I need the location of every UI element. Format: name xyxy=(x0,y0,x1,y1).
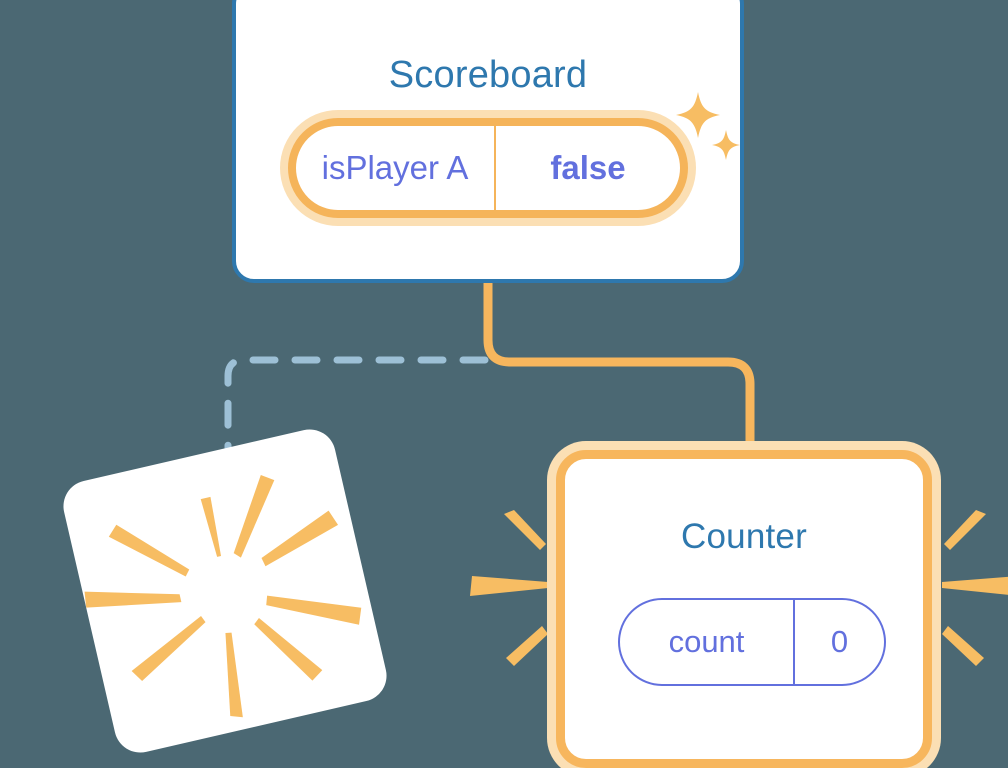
connector-layer xyxy=(224,276,755,474)
blank-card[interactable] xyxy=(58,424,392,758)
counter-state-pill[interactable]: count 0 xyxy=(618,598,886,686)
scoreboard-card[interactable]: Scoreboard isPlayer A false xyxy=(232,0,744,283)
scoreboard-state-value: false xyxy=(550,149,626,186)
diagram-canvas: Scoreboard isPlayer A false Counter coun… xyxy=(58,0,1008,768)
counter-card[interactable]: Counter count 0 xyxy=(556,450,932,768)
scoreboard-state-pill[interactable]: isPlayer A false xyxy=(288,118,688,218)
connector-scoreboard-to-blank-card xyxy=(224,356,489,474)
counter-state-value: 0 xyxy=(830,624,849,659)
scoreboard-state-key: isPlayer A xyxy=(296,126,496,210)
scoreboard-title: Scoreboard xyxy=(388,54,588,96)
burst-rays-icon xyxy=(84,474,362,718)
counter-state-key: count xyxy=(620,600,795,684)
counter-title: Counter xyxy=(681,517,807,556)
connector-scoreboard-to-counter xyxy=(483,276,755,466)
